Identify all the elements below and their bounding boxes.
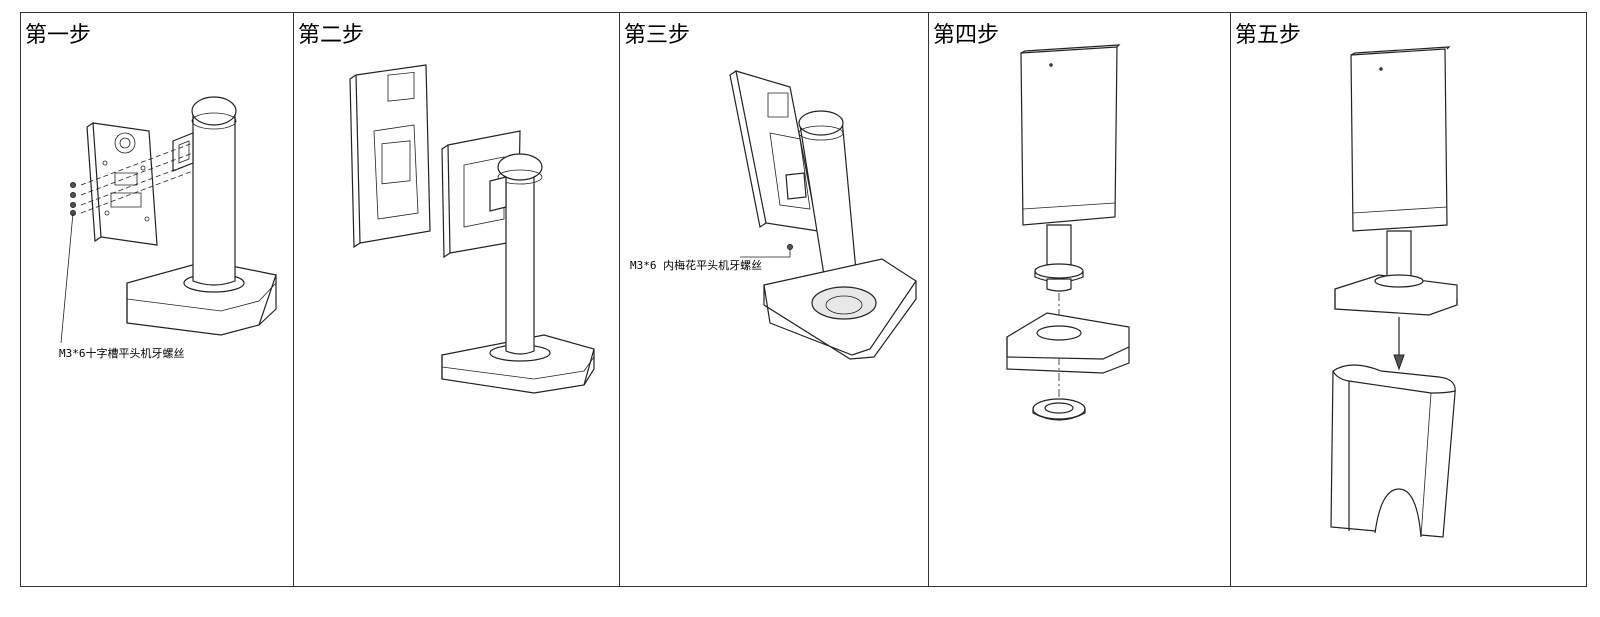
step-5-illustration — [1231, 13, 1588, 586]
step-4-title: 第四步 — [933, 23, 1000, 48]
step-3-illustration — [620, 13, 929, 586]
step-4-illustration — [929, 13, 1231, 586]
step-1-screw-note: M3*6十字槽平头机牙螺丝 — [59, 347, 185, 360]
step-2-illustration — [294, 13, 620, 586]
step-1-panel: 第一步 — [21, 13, 294, 586]
step-3-panel: 第三步 M3*6 内梅花平头机牙螺丝 — [620, 13, 929, 586]
step-1-title: 第一步 — [25, 23, 92, 48]
instruction-frame: 第一步 — [20, 12, 1587, 587]
step-5-title: 第五步 — [1235, 23, 1302, 48]
step-4-panel: 第四步 — [929, 13, 1231, 586]
step-3-screw-note: M3*6 内梅花平头机牙螺丝 — [630, 259, 763, 272]
step-1-illustration — [21, 13, 294, 586]
step-2-panel: 第二步 — [294, 13, 620, 586]
step-2-title: 第二步 — [298, 23, 365, 48]
step-5-panel: 第五步 — [1231, 13, 1588, 586]
step-3-title: 第三步 — [624, 23, 691, 48]
